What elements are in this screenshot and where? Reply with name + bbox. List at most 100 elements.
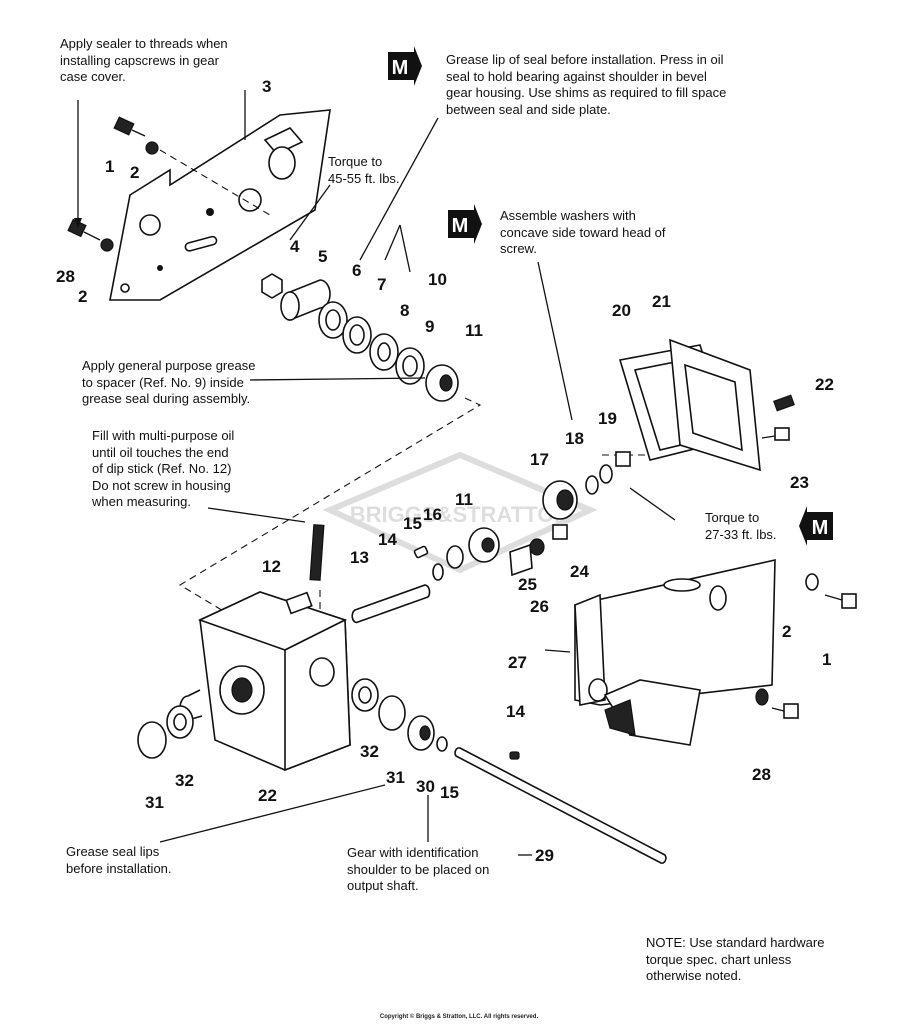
capscrew-28-lower — [771, 703, 799, 719]
bearing-11-upper — [425, 364, 459, 402]
part-callouts: 1 2 3 28 2 4 5 6 7 8 9 10 11 20 21 22 23… — [56, 77, 834, 865]
callout-5: 5 — [318, 247, 327, 266]
callout-30: 30 — [416, 777, 435, 796]
callout-28-upper: 28 — [56, 267, 75, 286]
dipstick-12 — [309, 524, 325, 581]
note-gear-identification: Gear with identification shoulder to be … — [347, 845, 490, 893]
callout-22-right: 22 — [815, 375, 834, 394]
output-shaft-29 — [454, 747, 667, 864]
callout-11-upper: 11 — [465, 321, 483, 340]
spacer-9 — [395, 347, 425, 385]
callout-29: 29 — [535, 846, 554, 865]
callout-15-lower: 15 — [440, 783, 459, 802]
m-marker-right-letter: M — [812, 517, 829, 539]
capscrew-28-upper — [67, 218, 101, 241]
callout-1-upper: 1 — [105, 157, 114, 176]
callout-1-right: 1 — [822, 650, 831, 669]
gear-30 — [407, 715, 435, 751]
callout-3: 3 — [262, 77, 271, 96]
callout-21: 21 — [652, 292, 671, 311]
note-apply-sealer: Apply sealer to threads when installing … — [60, 36, 228, 84]
callout-8: 8 — [400, 301, 409, 320]
callout-28-lower: 28 — [752, 765, 771, 784]
retaining-ring-15-upper — [432, 563, 444, 581]
m-marker-upper: M — [388, 46, 422, 86]
lock-tab-26 — [509, 543, 533, 577]
callout-2-left: 2 — [78, 287, 87, 306]
note-standard-hardware: NOTE: Use standard hardware torque spec.… — [646, 935, 825, 983]
gear-housing-22 — [179, 591, 351, 772]
note-grease-seal-lips: Grease seal lips before installation. — [66, 844, 172, 876]
note-torque-27-33: Torque to 27-33 ft. lbs. — [705, 510, 777, 542]
bearing-32-right — [351, 678, 379, 712]
gear-case-cover-plate — [109, 109, 331, 301]
callout-16: 16 — [423, 505, 442, 524]
spacer-5 — [280, 279, 331, 322]
callout-14-lower: 14 — [506, 702, 525, 721]
callout-17: 17 — [530, 450, 549, 469]
washers-18 — [585, 464, 613, 495]
callout-27: 27 — [508, 653, 527, 672]
lockwasher-2-right — [805, 573, 819, 591]
callout-4: 4 — [290, 237, 300, 256]
note-spacer-grease: Apply general purpose grease to spacer (… — [82, 358, 256, 406]
watermark-text: BRIGGS&STRATTON — [350, 502, 570, 527]
key-14-lower — [509, 751, 520, 760]
callout-6: 6 — [352, 261, 361, 280]
cover-plate-21 — [669, 338, 761, 472]
callout-7: 7 — [377, 275, 386, 294]
leader-lines — [74, 90, 676, 856]
callout-19: 19 — [598, 409, 617, 428]
m-marker-middle-letter: M — [452, 215, 469, 237]
seal-31-left — [137, 721, 167, 759]
nut-4 — [261, 273, 283, 299]
bearing-11-lower — [468, 527, 500, 563]
lockwasher-2-lower — [755, 688, 769, 706]
capscrew-19 — [615, 451, 631, 467]
bevel-gear-17 — [542, 480, 578, 520]
callout-20: 20 — [612, 301, 631, 320]
nut-25 — [529, 538, 545, 556]
callout-12: 12 — [262, 557, 281, 576]
callout-2-right: 2 — [782, 622, 791, 641]
callout-15-upper: 15 — [403, 514, 422, 533]
seal-31-right — [378, 695, 406, 731]
capscrew-24 — [552, 524, 568, 540]
capscrew-1-right — [824, 593, 857, 609]
callout-32-left: 32 — [175, 771, 194, 790]
key-14-upper — [413, 545, 429, 559]
note-torque-45-55: Torque to 45-55 ft. lbs. — [328, 154, 400, 186]
callout-26: 26 — [530, 597, 549, 616]
callout-32-right: 32 — [360, 742, 379, 761]
callout-9: 9 — [425, 317, 434, 336]
callout-24: 24 — [570, 562, 589, 581]
callout-31-left: 31 — [145, 793, 164, 812]
lockwasher-2-left — [100, 238, 114, 252]
bearing-32-left — [166, 705, 194, 739]
callout-14-upper: 14 — [378, 530, 397, 549]
washer-16 — [446, 545, 464, 569]
shaft-13 — [351, 584, 431, 624]
capscrew-23 — [761, 427, 790, 441]
m-marker-middle: M — [448, 204, 482, 244]
note-fill-oil: Fill with multi-purpose oil until oil to… — [92, 428, 235, 509]
seal-7 — [342, 316, 372, 354]
note-assemble-washers: Assemble washers with concave side towar… — [500, 208, 666, 256]
side-plate-27 — [574, 558, 776, 746]
callout-23: 23 — [790, 473, 809, 492]
callout-31-right: 31 — [386, 768, 405, 787]
bearing-8 — [369, 333, 399, 371]
lockwasher-2-upper — [145, 141, 159, 155]
retaining-ring-15-lower — [436, 736, 448, 752]
setscrew-22 — [773, 394, 795, 412]
callout-11-lower: 11 — [455, 490, 473, 509]
seal-6 — [318, 301, 348, 339]
callout-18: 18 — [565, 429, 584, 448]
copyright-notice: Copyright © Briggs & Stratton, LLC. All … — [379, 1014, 539, 1020]
callout-13: 13 — [350, 548, 369, 567]
callout-2-upper: 2 — [130, 163, 139, 182]
callout-22-housing: 22 — [258, 786, 277, 805]
m-marker-upper-letter: M — [392, 57, 409, 79]
callout-10: 10 — [428, 270, 447, 289]
